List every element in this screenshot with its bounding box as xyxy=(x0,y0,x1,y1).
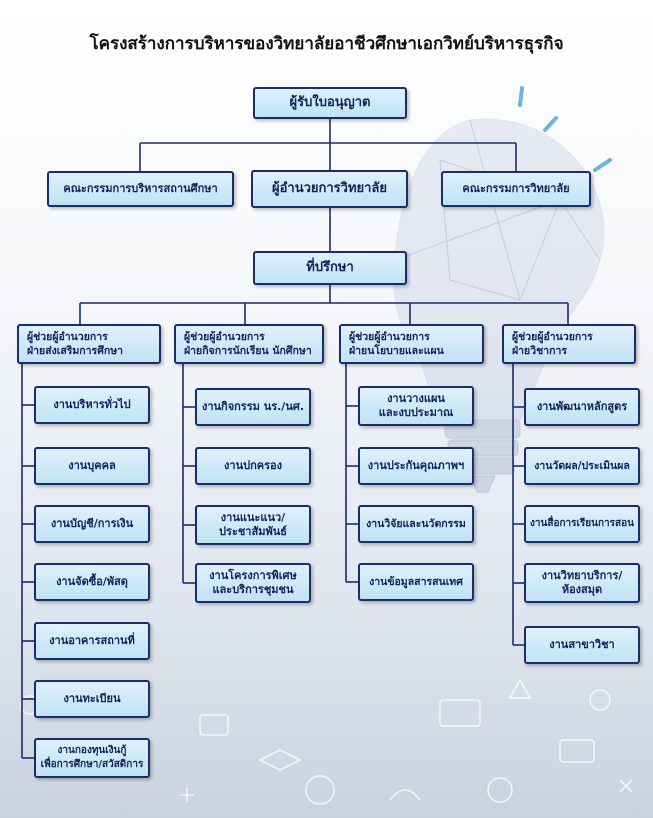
unit-box: งานข้อมูลสารสนเทศ xyxy=(358,563,474,601)
unit-box: งานบริหารทั่วไป xyxy=(34,386,150,424)
unit-label: งานสาขาวิชา xyxy=(549,638,615,651)
unit-label: งานโครงการพิเศษ และบริการชุมชน xyxy=(209,569,297,596)
unit-label: งานวิจัยและนวัตกรรม xyxy=(366,518,466,530)
unit-label: งานข้อมูลสารสนเทศ xyxy=(369,576,463,588)
unit-box: งานสาขาวิชา xyxy=(524,626,640,664)
unit-box: งานอาคารสถานที่ xyxy=(34,622,150,660)
school-board-box: คณะกรรมการบริหารสถานศึกษา xyxy=(47,171,234,207)
division-head-label: ผู้ช่วยผู้อำนวยการ ฝ่ายวิชาการ xyxy=(512,331,593,357)
unit-label: งานทะเบียน xyxy=(63,692,121,705)
unit-box: งานบัญชี/การเงิน xyxy=(34,505,150,543)
unit-label: งานกองทุนเงินกู้ เพื่อการศึกษา/สวัสดิการ xyxy=(40,745,144,770)
division-head-label: ผู้ช่วยผู้อำนวยการ ฝ่ายนโยบายและแผน xyxy=(349,331,444,357)
director-label: ผู้อำนวยการวิทยาลัย xyxy=(271,181,388,196)
division-head-label: ผู้ช่วยผู้อำนวยการ ฝ่ายกิจการนักเรียน นั… xyxy=(184,331,312,357)
division-head-label: ผู้ช่วยผู้อำนวยการ ฝ่ายส่งเสริมการศึกษา xyxy=(27,331,124,357)
unit-label: งานบัญชี/การเงิน xyxy=(50,517,134,530)
director-box: ผู้อำนวยการวิทยาลัย xyxy=(251,170,408,208)
unit-box: งานวิจัยและนวัตกรรม xyxy=(358,505,474,543)
page-title: โครงสร้างการบริหารของวิทยาลัยอาชีวศึกษาเ… xyxy=(89,34,564,54)
unit-box: งานกิจกรรม นร./นศ. xyxy=(195,388,311,426)
unit-label: งานประกันคุณภาพฯ xyxy=(367,459,465,472)
division-head: ผู้ช่วยผู้อำนวยการ ฝ่ายส่งเสริมการศึกษา xyxy=(17,324,161,364)
unit-box: งานแนะแนว/ ประชาสัมพันธ์ xyxy=(195,505,311,545)
licensee-box: ผู้รับใบอนุญาต xyxy=(253,87,407,119)
unit-box: งานสื่อการเรียนการสอน xyxy=(524,505,640,543)
unit-box: งานประกันคุณภาพฯ xyxy=(358,447,474,485)
unit-box: งานปกครอง xyxy=(195,447,311,485)
unit-label: งานวางแผน และงบประมาณ xyxy=(378,392,454,419)
college-board-label: คณะกรรมการวิทยาลัย xyxy=(462,182,570,195)
advisor-label: ที่ปรึกษา xyxy=(306,260,354,275)
unit-box: งานวางแผน และงบประมาณ xyxy=(358,386,474,426)
unit-box: งานโครงการพิเศษ และบริการชุมชน xyxy=(195,563,311,603)
unit-label: งานกิจกรรม นร./นศ. xyxy=(201,400,305,413)
unit-box: งานวัดผล/ประเมินผล xyxy=(524,447,640,485)
licensee-label: ผู้รับใบอนุญาต xyxy=(289,95,371,110)
unit-label: งานอาคารสถานที่ xyxy=(49,634,135,647)
unit-box: งานวิทยาบริการ/ ห้องสมุด xyxy=(524,563,640,603)
unit-box: งานบุคคล xyxy=(34,447,150,485)
advisor-box: ที่ปรึกษา xyxy=(253,251,407,285)
unit-label: งานวิทยาบริการ/ ห้องสมุด xyxy=(541,569,623,596)
unit-label: งานจัดซื้อ/พัสดุ xyxy=(56,575,128,588)
division-head: ผู้ช่วยผู้อำนวยการ ฝ่ายวิชาการ xyxy=(502,324,636,364)
bulb-rays xyxy=(518,86,612,172)
unit-label: งานพัฒนาหลักสูตร xyxy=(536,400,628,413)
unit-label: งานสื่อการเรียนการสอน xyxy=(530,518,634,529)
unit-label: งานปกครอง xyxy=(224,459,282,472)
division-head: ผู้ช่วยผู้อำนวยการ ฝ่ายกิจการนักเรียน นั… xyxy=(174,324,324,364)
unit-label: งานแนะแนว/ ประชาสัมพันธ์ xyxy=(219,511,287,538)
unit-label: งานบุคคล xyxy=(68,459,116,472)
school-board-label: คณะกรรมการบริหารสถานศึกษา xyxy=(63,182,218,195)
unit-box: งานกองทุนเงินกู้ เพื่อการศึกษา/สวัสดิการ xyxy=(34,738,150,778)
unit-label: งานวัดผล/ประเมินผล xyxy=(534,460,630,472)
unit-box: งานจัดซื้อ/พัสดุ xyxy=(34,563,150,601)
unit-label: งานบริหารทั่วไป xyxy=(53,398,131,411)
unit-box: งานทะเบียน xyxy=(34,680,150,718)
unit-box: งานพัฒนาหลักสูตร xyxy=(524,388,640,426)
division-head: ผู้ช่วยผู้อำนวยการ ฝ่ายนโยบายและแผน xyxy=(339,324,484,364)
college-board-box: คณะกรรมการวิทยาลัย xyxy=(441,171,591,207)
